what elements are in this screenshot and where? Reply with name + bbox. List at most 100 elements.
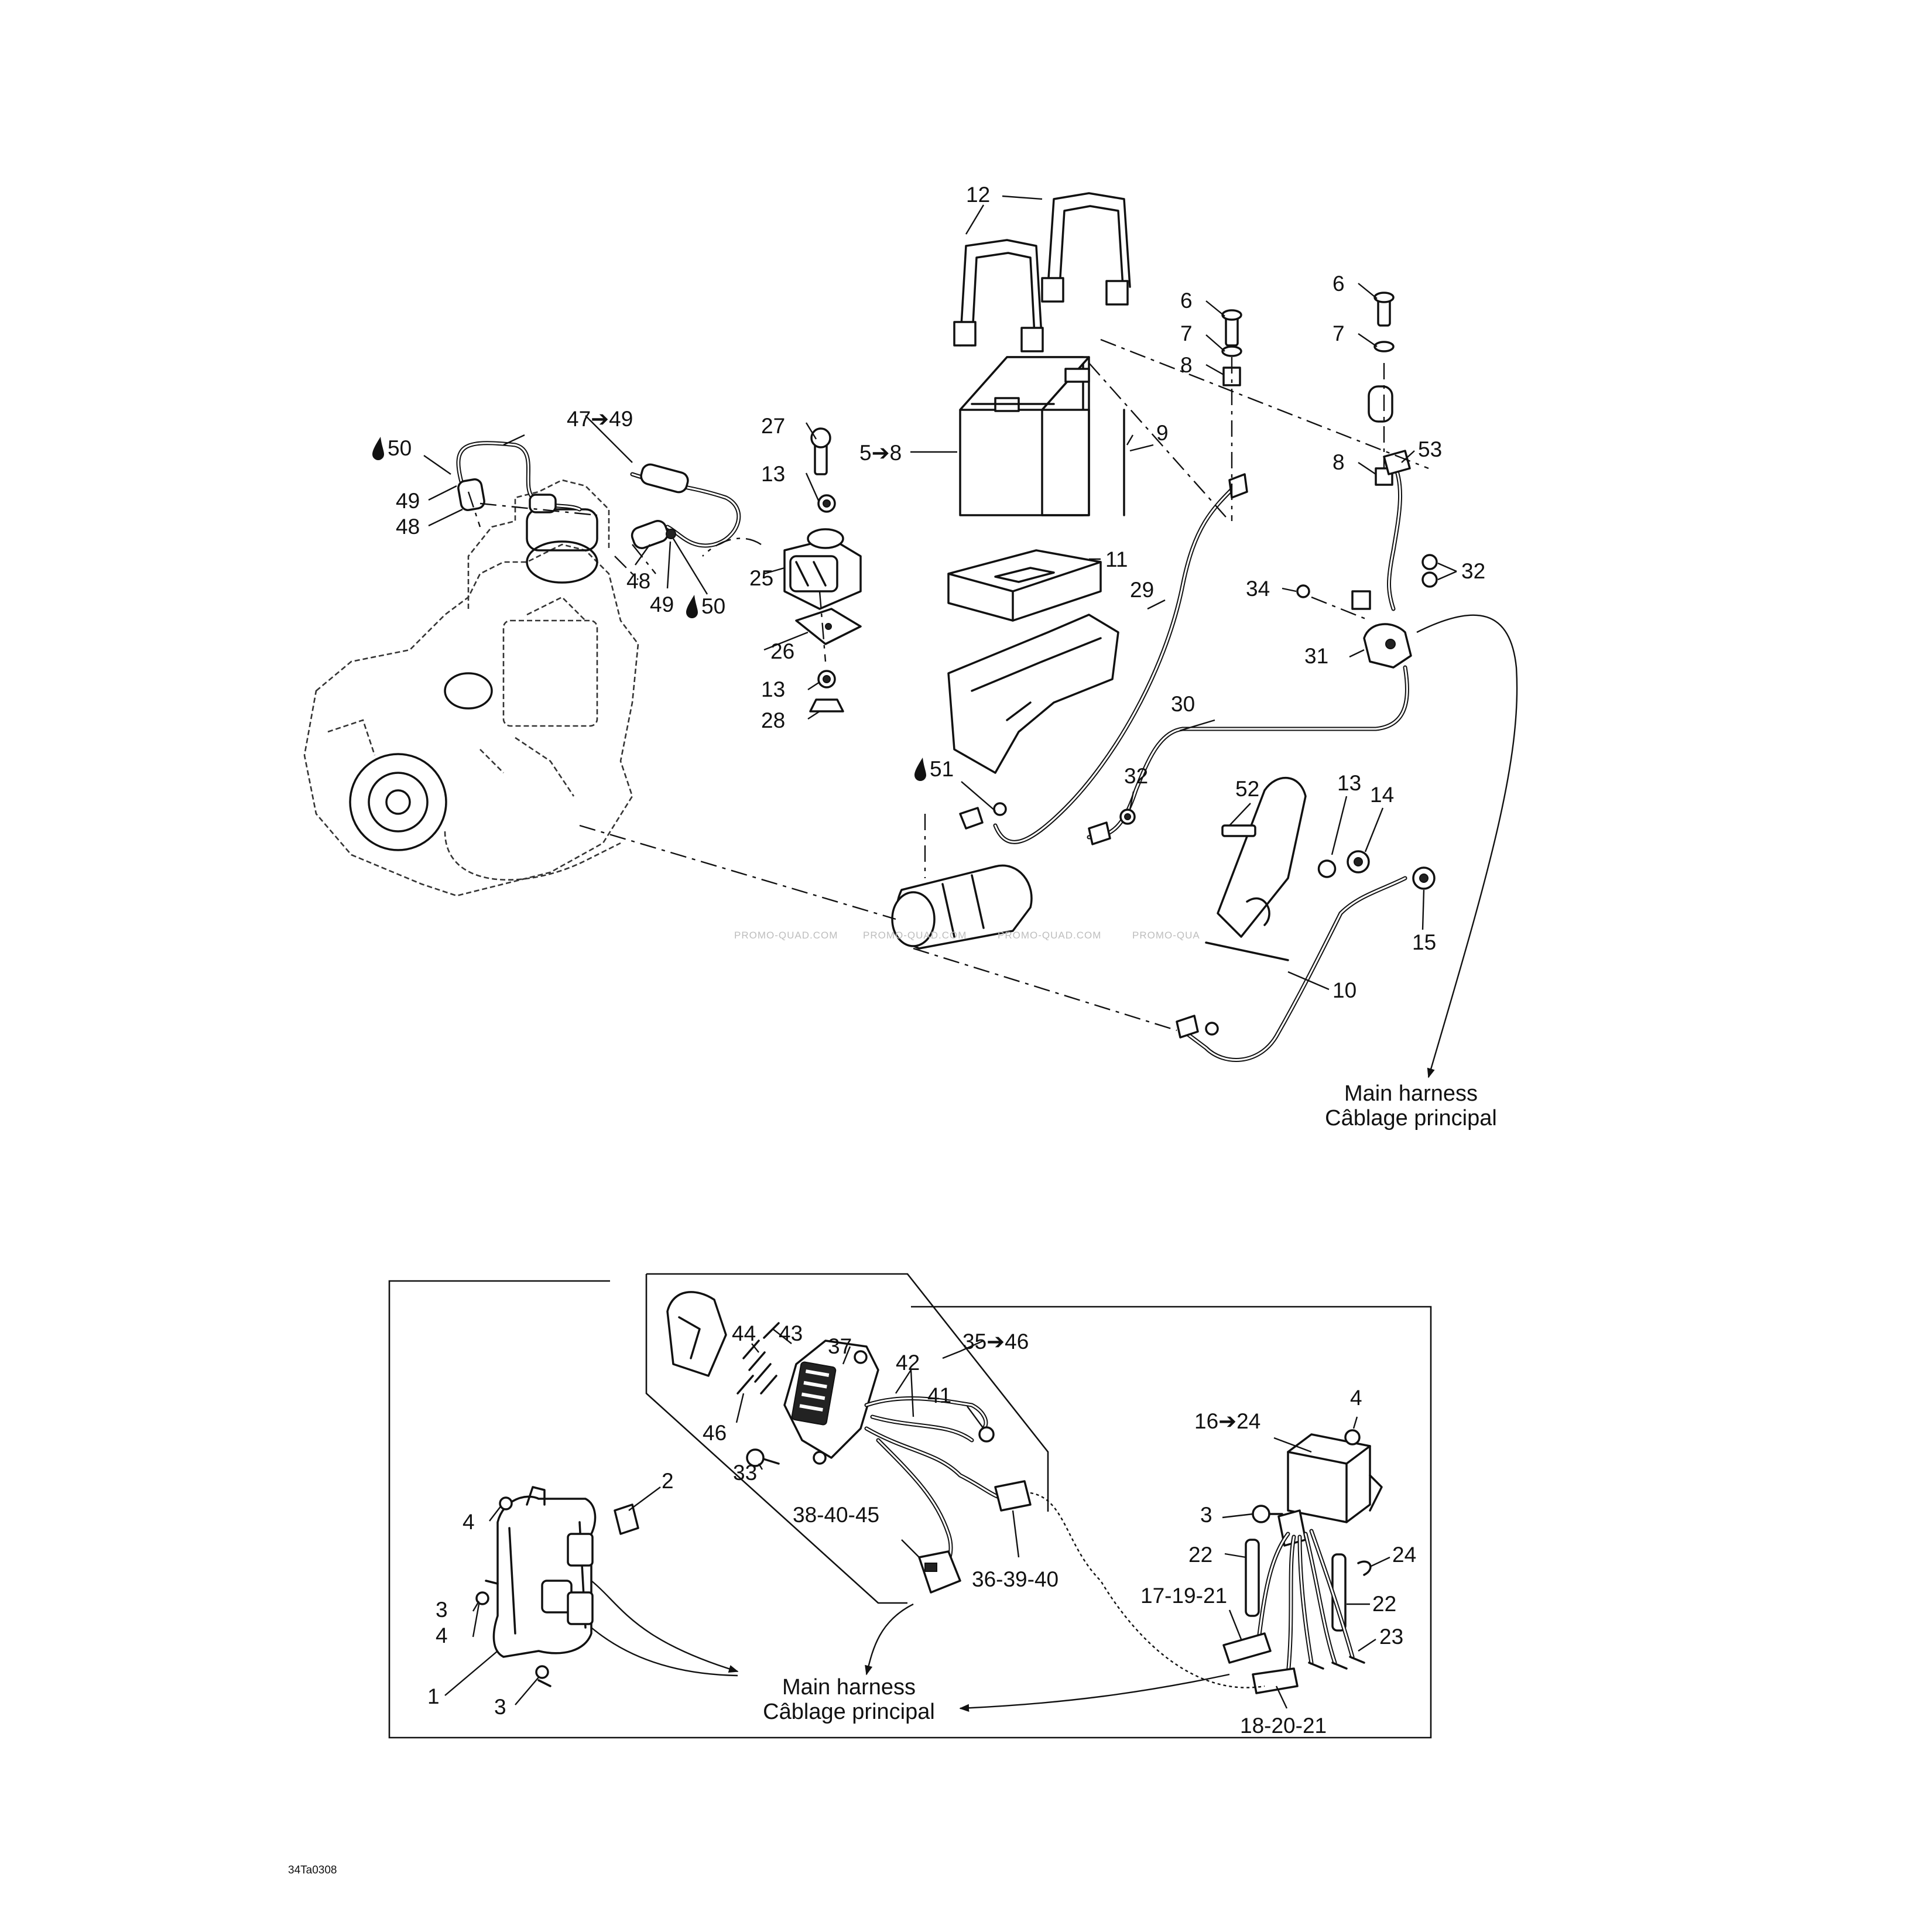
callout-17-19-21: 17-19-21 [1140,1584,1227,1608]
spark-plug-cable [456,441,741,549]
callout-9: 9 [1156,421,1169,445]
callout-13: 13 [1337,771,1361,795]
callout-13: 13 [761,462,785,486]
callout-3: 3 [494,1695,506,1719]
callout-6: 6 [1180,289,1193,313]
cdi-harness [865,1429,1383,1712]
callout-52: 52 [1235,777,1259,801]
callout-23: 23 [1379,1625,1403,1649]
main-harness-label-upper: Main harness Câblage principal [1325,1081,1497,1131]
callout-49: 49 [650,592,674,616]
callout-44: 44 [732,1321,756,1345]
svg-text:PROMO-QUA: PROMO-QUA [1132,930,1200,941]
callout-1: 1 [427,1684,440,1708]
callouts-upper: 12 6 7 8 9 6 7 8 53 5➔8 27 13 25 26 13 2… [372,183,1485,1002]
callout-24: 24 [1392,1543,1416,1567]
battery-tray [947,549,1119,774]
callout-48: 48 [396,515,420,539]
battery-straps [953,192,1131,352]
svg-text:Câblage principal: Câblage principal [763,1700,935,1724]
callout-12: 12 [966,183,990,207]
oil-drop-icon [372,437,384,460]
callout-7: 7 [1180,321,1193,345]
connector-17 [1222,1632,1272,1664]
callout-42: 42 [896,1351,920,1375]
connector-36 [994,1480,1032,1512]
callouts-lower: 35➔46 44 43 37 42 41 46 33 38-40-45 36-3… [427,1321,1416,1738]
callout-11: 11 [1105,547,1128,571]
callout-38-40-45: 38-40-45 [793,1503,879,1527]
svg-text:50: 50 [701,594,725,618]
callout-15: 15 [1412,930,1436,954]
starter-motor [891,802,1033,950]
screw-33 [746,1448,765,1467]
svg-text:PROMO-QUAD.COM: PROMO-QUAD.COM [734,930,838,941]
tie-24 [1357,1560,1372,1576]
svg-text:Main harness: Main harness [782,1675,916,1700]
svg-text:Main harness: Main harness [1344,1081,1478,1106]
callout-13: 13 [761,677,785,701]
ground-cable [1176,776,1436,1062]
sleeve-22a [1245,1539,1260,1617]
battery-support [947,614,1119,774]
oil-drop-icon [686,595,698,618]
callout-3: 3 [436,1598,448,1622]
callout-31: 31 [1304,644,1328,668]
svg-text:50: 50 [388,436,412,460]
callout-10: 10 [1332,978,1356,1002]
callout-51: 51 [914,757,954,781]
callout-8: 8 [1332,450,1345,474]
svg-text:Câblage principal: Câblage principal [1325,1106,1497,1131]
callout-16-24: 16➔24 [1194,1409,1260,1433]
main-harness-label-lower: Main harness Câblage principal [763,1675,935,1724]
battery [959,356,1125,516]
callout-32: 32 [1124,764,1148,788]
callout-8: 8 [1180,353,1193,377]
callout-4: 4 [463,1510,475,1534]
callout-18-20-21: 18-20-21 [1240,1714,1327,1738]
ignition-coil [783,427,862,712]
callout-26: 26 [770,639,794,663]
callout-30: 30 [1171,692,1195,716]
callout-3: 3 [1200,1503,1212,1527]
drawing-code: 34Ta0308 [288,1864,337,1876]
callout-4: 4 [1350,1386,1362,1410]
callout-4: 4 [436,1623,448,1647]
connector-38 [918,1550,961,1594]
callout-22: 22 [1188,1543,1212,1567]
cdi-module [475,1486,739,1687]
callout-35-46: 35➔46 [962,1330,1029,1354]
callout-34: 34 [1246,577,1270,601]
engine-reference [303,479,639,897]
callout-6: 6 [1332,272,1345,296]
callout-5-8: 5➔8 [859,441,902,465]
callout-29: 29 [1130,578,1154,602]
callout-53: 53 [1418,437,1442,461]
callout-50: 50 [372,436,412,460]
connector-18 [1252,1667,1299,1694]
callout-43: 43 [779,1321,803,1345]
callout-leaders-upper [423,195,1457,991]
callout-41: 41 [927,1383,951,1407]
alignment-lines-upper [467,338,1429,1032]
callout-49: 49 [396,489,420,513]
svg-text:51: 51 [930,757,954,781]
callout-leaders-lower [444,1328,1390,1709]
lower-frame [388,1273,1432,1739]
svg-text:PROMO-QUAD.COM: PROMO-QUAD.COM [998,930,1101,941]
callout-22: 22 [1372,1592,1396,1616]
callout-2: 2 [662,1469,674,1493]
callout-27: 27 [761,414,785,438]
bolt-52 [1221,824,1256,837]
voltage-regulator-kit [666,1291,1032,1594]
regulator-cover [666,1291,727,1377]
callout-7: 7 [1332,321,1345,345]
callout-14: 14 [1370,783,1394,807]
callout-47-49: 47➔49 [567,407,633,431]
callout-28: 28 [761,708,785,732]
battery-hardware [1221,292,1395,486]
battery-cables [993,450,1518,1078]
callout-36-39-40: 36-39-40 [972,1567,1059,1591]
callout-46: 46 [703,1421,727,1445]
